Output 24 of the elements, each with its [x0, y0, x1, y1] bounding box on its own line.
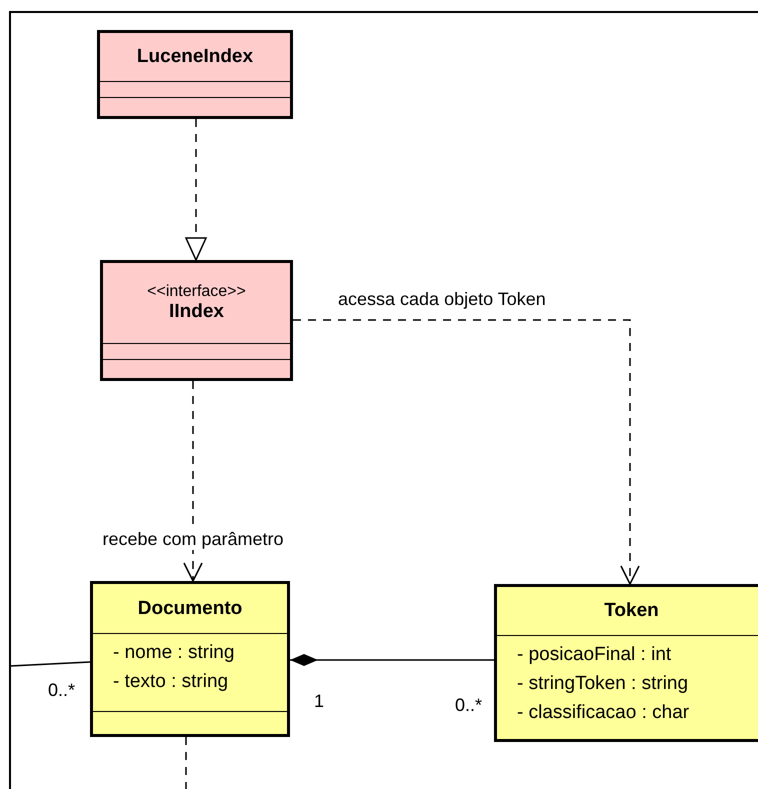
dependency-arrow — [293, 319, 640, 585]
class-name: IIndex — [169, 301, 224, 323]
multiplicity-label: 1 — [314, 690, 324, 712]
composition-line — [290, 654, 494, 666]
attribute-text: - stringToken : string — [517, 672, 690, 696]
stereotype-text: <<interface>> — [147, 283, 246, 301]
attribute-text: - texto : string — [113, 670, 230, 694]
class-box — [90, 581, 290, 737]
dependency-arrow — [183, 381, 203, 582]
edge-label: recebe com parâmetro — [102, 528, 284, 550]
association-line — [10, 661, 90, 667]
attribute-text: - classificacao : char — [517, 701, 690, 725]
multiplicity-label: 0..* — [455, 694, 482, 716]
multiplicity-label: 0..* — [48, 679, 76, 701]
class-box — [494, 584, 758, 742]
realization-arrow — [185, 119, 207, 261]
class-name: LuceneIndex — [136, 46, 254, 68]
attribute-text: - posicaoFinal : int — [517, 643, 672, 667]
attribute-text: - nome : string — [113, 641, 236, 665]
class-name: Token — [604, 600, 659, 622]
class-box — [97, 30, 293, 119]
association-line — [185, 737, 187, 789]
class-box — [100, 260, 293, 381]
class-name: Documento — [138, 598, 242, 620]
